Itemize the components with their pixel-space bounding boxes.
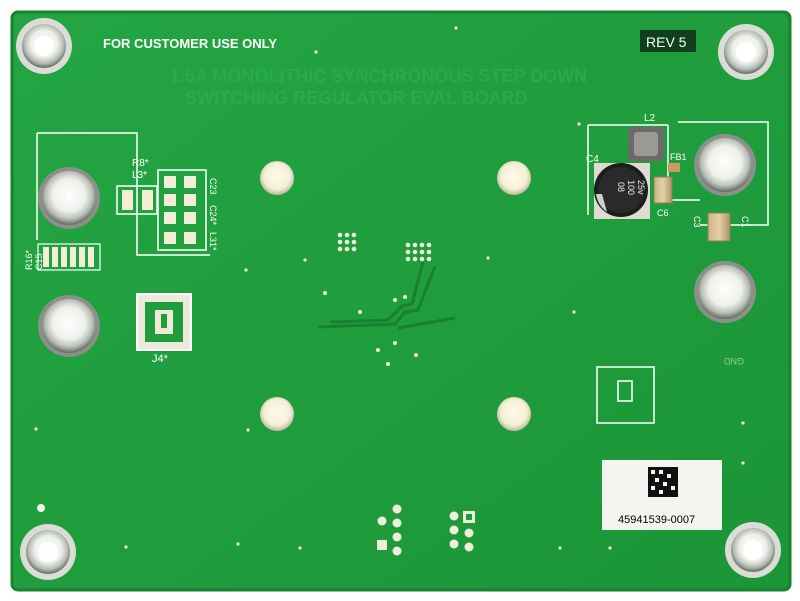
refdes-c6: C6 (657, 208, 669, 218)
via-arrays (323, 232, 432, 366)
svg-text:1.5A MONOLITHIC SYNCHRONOUS ST: 1.5A MONOLITHIC SYNCHRONOUS STEP DOWN (170, 66, 587, 86)
refdes-fb1: FB1 (670, 152, 687, 162)
svg-text:08: 08 (616, 182, 626, 192)
refdes-c1: C1 (740, 216, 750, 228)
refdes-c24: C24* (208, 205, 218, 226)
refdes-c23: C23 (208, 178, 218, 195)
scattered-vias (34, 26, 745, 550)
customer-use-label: FOR CUSTOMER USE ONLY (103, 36, 277, 51)
ferrite-fb1 (668, 163, 680, 172)
revision-box (640, 30, 696, 52)
center-traces (317, 261, 456, 330)
corner-standoffs (16, 18, 781, 580)
cap-marking: 08 100 25v (616, 180, 646, 195)
refdes-c4: C4 (586, 154, 599, 165)
right-terminals (694, 134, 756, 323)
refdes-l3: L3* (132, 170, 147, 181)
refdes-l2: L2 (644, 113, 656, 124)
refdes-l31: L31* (208, 232, 218, 251)
svg-text:SWITCHING REGULATOR EVAL BOARD: SWITCHING REGULATOR EVAL BOARD (185, 88, 528, 108)
refdes-c15: C15 (34, 253, 44, 270)
refdes-r16: R16* (24, 249, 34, 270)
capacitor-c6 (653, 176, 673, 204)
regulator-outline (587, 121, 769, 226)
inductor-l2 (628, 127, 664, 161)
revision-label: REV 5 (646, 34, 687, 50)
refdes-c3: C3 (692, 216, 702, 228)
left-small-parts (37, 169, 207, 271)
right-footprint (596, 366, 655, 424)
inner-pads (260, 161, 531, 431)
refdes-r8: R8* (132, 158, 149, 169)
j4-footprint (136, 293, 192, 351)
left-terminals (38, 167, 100, 357)
capacitor-c4 (594, 163, 650, 219)
refdes-gnd: GND (724, 356, 745, 366)
serial-sticker (602, 460, 722, 530)
svg-text:100: 100 (626, 180, 636, 195)
ghost-text: 1.5A MONOLITHIC SYNCHRONOUS STEP DOWN SW… (170, 66, 587, 108)
input-outline (36, 132, 210, 256)
capacitor-c1 (707, 212, 731, 242)
svg-text:25v: 25v (636, 180, 646, 195)
pcb-edge (10, 10, 792, 592)
bottom-headers (377, 504, 475, 556)
refdes-j4: J4* (152, 353, 169, 365)
pcb-board (12, 12, 790, 590)
serial-number: 45941539-0007 (618, 514, 695, 526)
